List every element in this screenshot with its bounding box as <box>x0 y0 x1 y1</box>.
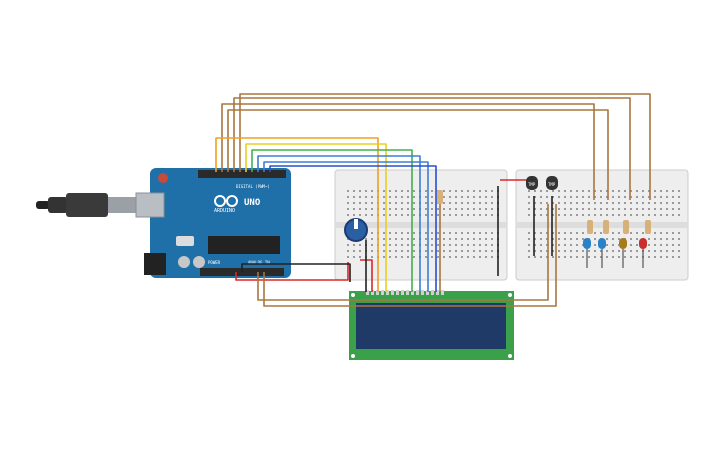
lcd-pin <box>376 290 379 295</box>
lcd-pin <box>401 290 404 295</box>
resistor-lcd <box>437 190 443 204</box>
lcd-pin <box>381 290 384 295</box>
led-blue[interactable] <box>598 238 606 268</box>
arduino-logo-icon <box>214 195 238 207</box>
svg-text:TMP: TMP <box>548 182 556 187</box>
usb-cable <box>36 193 136 217</box>
lcd-pin <box>406 290 409 295</box>
lcd-pin <box>391 290 394 295</box>
power-label: POWER <box>208 260 221 265</box>
lcd-pin <box>431 290 434 295</box>
led-blue[interactable] <box>583 238 591 268</box>
wires <box>215 93 651 307</box>
lcd-pin <box>371 290 374 295</box>
resistor-3 <box>623 220 629 234</box>
arduino-uno-board[interactable]: ARDUINO UNO DIGITAL (PWM~) POWER ANALOG … <box>135 168 291 278</box>
led-red[interactable] <box>639 238 647 268</box>
analog-label: ANALOG IN <box>248 260 270 265</box>
digital-header <box>198 170 286 178</box>
lcd-pin <box>421 290 424 295</box>
lcd-pin <box>436 290 439 295</box>
resistor-2 <box>603 220 609 234</box>
lcd-pin <box>426 290 429 295</box>
potentiometer[interactable] <box>344 218 368 242</box>
led-yellow[interactable] <box>619 238 627 268</box>
reset-button[interactable] <box>158 173 168 183</box>
digital-label: DIGITAL (PWM~) <box>236 184 270 189</box>
resistor-1 <box>587 220 593 234</box>
lcd-pin <box>396 290 399 295</box>
temperature-sensor-1[interactable]: TMP <box>526 176 538 190</box>
model-text: UNO <box>244 198 261 208</box>
brand-text: ARDUINO <box>214 208 235 214</box>
temperature-sensor-2[interactable]: TMP <box>546 176 558 190</box>
lcd-pin <box>411 290 414 295</box>
lcd-16x2-display[interactable] <box>349 290 514 360</box>
lcd-pin <box>441 290 444 295</box>
lcd-pin <box>416 290 419 295</box>
svg-text:TMP: TMP <box>528 182 536 187</box>
lcd-pin <box>366 290 369 295</box>
lcd-pin <box>386 290 389 295</box>
resistor-4 <box>645 220 651 234</box>
atmega-chip <box>208 236 280 254</box>
